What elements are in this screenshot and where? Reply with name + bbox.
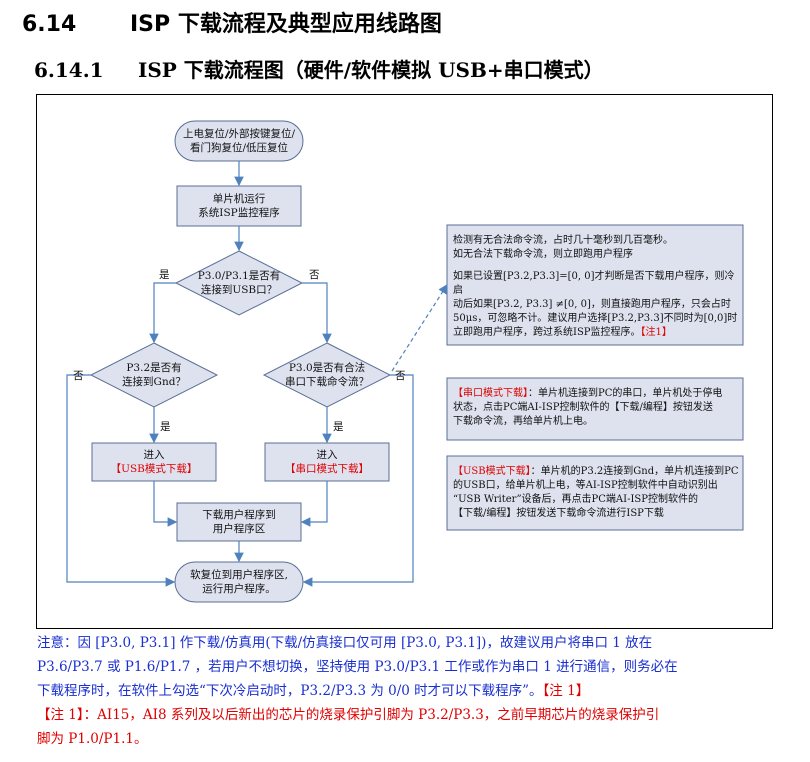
download-node: 下载用户程序到 用户程序区: [177, 503, 301, 541]
footer-line4: 【注 1】：AI15，AI8 系列及以后新出的芯片的烧录保护引脚为 P3.2/P…: [37, 707, 660, 723]
section-title: ISP 下载流程及典型应用线路图: [130, 12, 442, 37]
flowchart-shapes: [66, 120, 744, 603]
footer-line3: 下载程序时，在软件上勾选“下次冷启动时，P3.2/P3.3 为 0/0 时才可以…: [37, 680, 777, 702]
note1-line5: 50μs，可忽略不计。建议用户选择[P3.2,P3.3]不同时为[0,0]时: [453, 313, 738, 324]
note3-line2: 的USB口，给单片机上电，等AI-ISP控制软件中自动识别出: [453, 480, 718, 491]
note1-line2: 如无合法下载命令流，则立即跑用户程序: [453, 249, 633, 260]
download-line1: 下载用户程序到: [202, 509, 276, 521]
usb-enter-node: 进入 【USB模式下载】: [92, 443, 216, 481]
note1: 检测有无合法命令流，占时几十毫秒到几百毫秒。 如无合法下载命令流，则立即跑用户程…: [453, 234, 741, 340]
footer-line1: 注意：因 [P3.0, P3.1] 作下载/仿真用(下载/仿真接口仅可用 [P3…: [37, 635, 653, 651]
note1-shape: [446, 224, 744, 346]
section-number: 6.14: [22, 12, 77, 37]
usb-enter-label: 进入: [143, 449, 165, 461]
note3: 【USB模式下载】：单片机的P3.2连接到Gnd，单片机连接到PC 的USB口，…: [453, 465, 741, 521]
decision3-no-label: 否: [395, 370, 406, 382]
footer-line3-text: 下载程序时，在软件上勾选“下次冷启动时，P3.2/P3.3 为 0/0 时才可以…: [37, 683, 543, 699]
decision1-node: P3.0/P3.1是否有 连接到USB口？: [176, 267, 302, 299]
note3-line1: ：单片机的P3.2连接到Gnd，单片机连接到PC: [530, 466, 739, 477]
decision2-line2: 连接到Gnd？: [122, 376, 186, 388]
note1-line6: 立即跑用户程序，跨过系统ISP监控程序。: [453, 327, 641, 338]
download-line2: 用户程序区: [212, 523, 266, 535]
decision2-line1: P3.2是否有: [126, 362, 182, 374]
note3-line3: “USB Writer”设备后，再点击PC端AI-ISP控制软件的: [453, 494, 699, 505]
note1-tag: 【注1】: [640, 327, 672, 338]
note2-shape: [446, 377, 744, 441]
uart-enter-label: 进入: [316, 449, 338, 461]
decision1-line1: P3.0/P3.1是否有: [197, 270, 281, 282]
subsection-heading: 6.14.1 ISP 下载流程图（硬件/软件模拟 USB+串口模式）: [34, 54, 604, 83]
decision1-no-label: 否: [309, 269, 320, 281]
end-line2: 运行用户程序。: [202, 583, 276, 595]
start-line1: 上电复位/外部按键复位/: [182, 128, 296, 140]
decision1-yes-label: 是: [159, 269, 170, 281]
note1-line1: 检测有无合法命令流，占时几十毫秒到几百毫秒。: [453, 235, 673, 246]
note3-line4: 【下载/编程】按钮发送下载命令流进行ISP下载: [453, 508, 664, 519]
uart-enter-node: 进入 【串口模式下载】: [265, 443, 389, 481]
note2: 【串口模式下载】：单片机连接到PC的串口，单片机处于停电 状态，点击PC端AI-…: [453, 387, 741, 429]
note2-line3: 下载命令流，再给单片机上电。: [453, 416, 593, 427]
decision3-line2: 串口下载命令流？: [285, 376, 369, 388]
note2-line2: 状态，点击PC端AI-ISP控制软件的【下载/编程】按钮发送: [453, 402, 713, 413]
decision3-node: P3.0是否有合法 串口下载命令流？: [264, 359, 390, 391]
decision1-shape: [174, 250, 304, 316]
decision3-yes-label: 是: [333, 421, 344, 433]
flowchart-frame: 上电复位/外部按键复位/ 看门狗复位/低压复位 单片机运行 系统ISP监控程序 …: [36, 94, 773, 629]
decision3-line1: P3.0是否有合法: [288, 362, 366, 374]
footer-line5: 脚为 P1.0/P1.1。: [37, 731, 148, 747]
decision2-node: P3.2是否有 连接到Gnd？: [91, 359, 217, 391]
note3-shape: [446, 455, 744, 531]
decision2-yes-label: 是: [160, 421, 171, 433]
subsection-title: ISP 下载流程图（硬件/软件模拟 USB+串口模式）: [138, 58, 604, 82]
decision1-line2: 连接到USB口？: [200, 284, 278, 296]
footer-line3-tag: 【注 1】: [542, 683, 590, 699]
end-node: 软复位到用户程序区, 运行用户程序。: [175, 562, 303, 602]
uart-mode-label: 【串口模式下载】: [285, 463, 369, 475]
note3-tag: 【USB模式下载】: [453, 466, 531, 477]
end-line1: 软复位到用户程序区,: [190, 569, 288, 581]
usb-enter-shape: [91, 442, 217, 482]
note2-tag: 【串口模式下载】: [453, 388, 528, 399]
run-shape: [176, 185, 302, 227]
section-heading: 6.14 ISP 下载流程及典型应用线路图: [22, 6, 442, 38]
start-node: 上电复位/外部按键复位/ 看门狗复位/低压复位: [175, 121, 303, 161]
footer-line2: P3.6/P3.7 或 P1.6/P1.7 ，若用户不想切换，坚持使用 P3.0…: [37, 659, 678, 675]
note1-line3: 如果已设置[P3.2,P3.3]=[0, 0]才判断是否下载用户程序，则冷启: [453, 271, 735, 296]
run-line2: 系统ISP监控程序: [198, 207, 280, 219]
subsection-number: 6.14.1: [34, 58, 104, 82]
note1-line4: 动后如果[P3.2, P3.3] ≠[0, 0]，则直接跑用户程序，只会占时: [453, 299, 731, 310]
run-line1: 单片机运行: [212, 193, 266, 205]
decision2-no-label: 否: [73, 370, 84, 382]
usb-mode-label: 【USB模式下载】: [110, 463, 198, 475]
note2-line1: ：单片机连接到PC的串口，单片机处于停电: [528, 388, 723, 399]
uart-enter-shape: [264, 442, 390, 482]
run-node: 单片机运行 系统ISP监控程序: [177, 186, 301, 226]
download-shape: [176, 502, 302, 542]
start-line2: 看门狗复位/低压复位: [189, 142, 289, 154]
